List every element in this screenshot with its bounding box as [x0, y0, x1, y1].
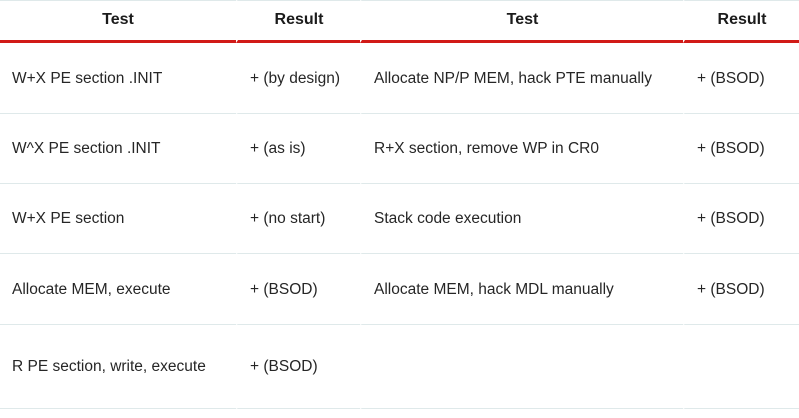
cell-test-right: Stack code execution [360, 184, 683, 254]
cell-result-left: + (by design) [236, 43, 360, 114]
table-row: Allocate MEM, execute + (BSOD) Allocate … [0, 254, 799, 325]
column-header-test-right[interactable]: Test [360, 0, 683, 43]
cell-test-left: W+X PE section [0, 184, 236, 254]
results-table-container: Test Result Test Result W+X PE section .… [0, 0, 799, 409]
cell-result-right: + (BSOD) [683, 184, 799, 254]
table-row: W+X PE section + (no start) Stack code e… [0, 184, 799, 254]
cell-result-right: + (BSOD) [683, 114, 799, 184]
cell-result-left: + (no start) [236, 184, 360, 254]
column-header-result-left[interactable]: Result [236, 0, 360, 43]
cell-result-right: + (BSOD) [683, 43, 799, 114]
cell-result-left: + (BSOD) [236, 254, 360, 325]
table-row: W^X PE section .INIT + (as is) R+X secti… [0, 114, 799, 184]
column-header-test-left[interactable]: Test [0, 0, 236, 43]
cell-test-right [360, 325, 683, 409]
column-header-result-right[interactable]: Result [683, 0, 799, 43]
cell-test-left: W+X PE section .INIT [0, 43, 236, 114]
cell-result-right [683, 325, 799, 409]
cell-test-right: Allocate MEM, hack MDL manually [360, 254, 683, 325]
table-row: W+X PE section .INIT + (by design) Alloc… [0, 43, 799, 114]
cell-result-left: + (as is) [236, 114, 360, 184]
table-row: R PE section, write, execute + (BSOD) [0, 325, 799, 409]
table-body: W+X PE section .INIT + (by design) Alloc… [0, 43, 799, 409]
cell-test-left: R PE section, write, execute [0, 325, 236, 409]
table-header-row: Test Result Test Result [0, 0, 799, 43]
table-header: Test Result Test Result [0, 0, 799, 43]
cell-test-right: Allocate NP/P MEM, hack PTE manually [360, 43, 683, 114]
test-results-table: Test Result Test Result W+X PE section .… [0, 0, 799, 409]
cell-result-right: + (BSOD) [683, 254, 799, 325]
cell-test-right: R+X section, remove WP in CR0 [360, 114, 683, 184]
cell-result-left: + (BSOD) [236, 325, 360, 409]
cell-test-left: W^X PE section .INIT [0, 114, 236, 184]
cell-test-left: Allocate MEM, execute [0, 254, 236, 325]
